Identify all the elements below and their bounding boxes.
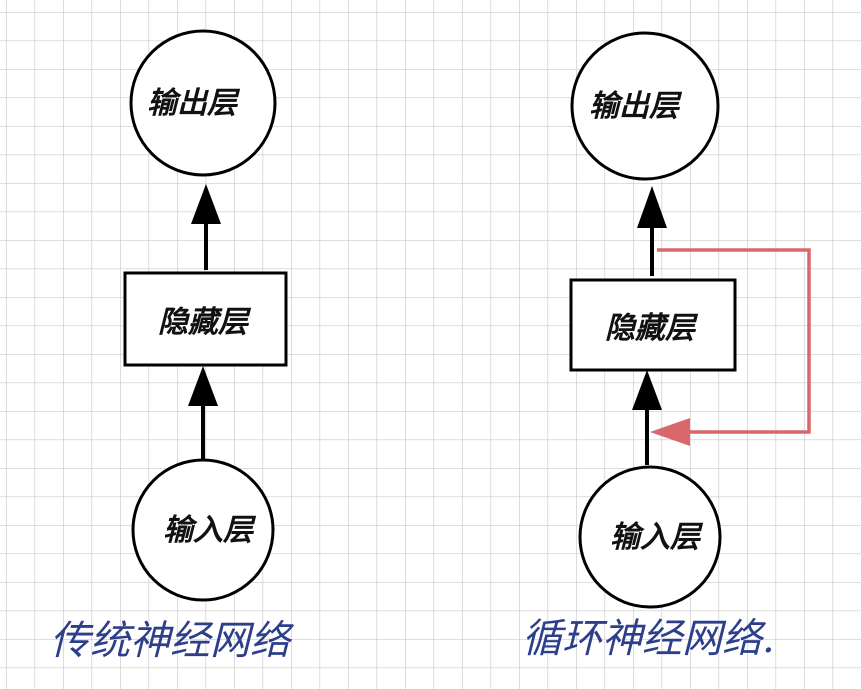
left-input-to-hidden-arrowhead	[188, 366, 218, 406]
left-input-layer-node	[131, 458, 275, 602]
left-hidden-layer-box	[123, 271, 288, 367]
left-output-layer-label: 输出层	[147, 86, 241, 121]
recurrent-loop-line	[657, 248, 811, 434]
left-input-layer-label: 输入层	[163, 513, 257, 548]
left-hidden-layer-label: 隐藏层	[158, 305, 252, 340]
right-input-layer-label: 输入层	[610, 520, 704, 555]
left-caption: 传统神经网络	[50, 618, 295, 664]
right-hidden-layer-box	[569, 278, 737, 372]
right-input-layer-node	[578, 465, 722, 609]
traditional-network-diagram: 输出层 隐藏层 输入层 传统神经网络	[50, 29, 295, 664]
right-hidden-to-output-arrowhead	[637, 186, 667, 228]
left-output-layer-node	[129, 29, 277, 177]
right-output-layer-node	[570, 31, 720, 181]
right-output-layer-label: 输出层	[589, 89, 683, 124]
recurrent-loop-arrowhead	[650, 418, 690, 446]
right-hidden-layer-label: 隐藏层	[605, 311, 699, 346]
right-caption: 循环神经网络.	[522, 616, 775, 662]
left-hidden-to-output-arrowhead	[191, 184, 221, 224]
right-input-to-hidden-arrowhead	[632, 370, 662, 410]
recurrent-network-diagram: 输出层 隐藏层 输入层 循环神经网络.	[522, 31, 811, 662]
